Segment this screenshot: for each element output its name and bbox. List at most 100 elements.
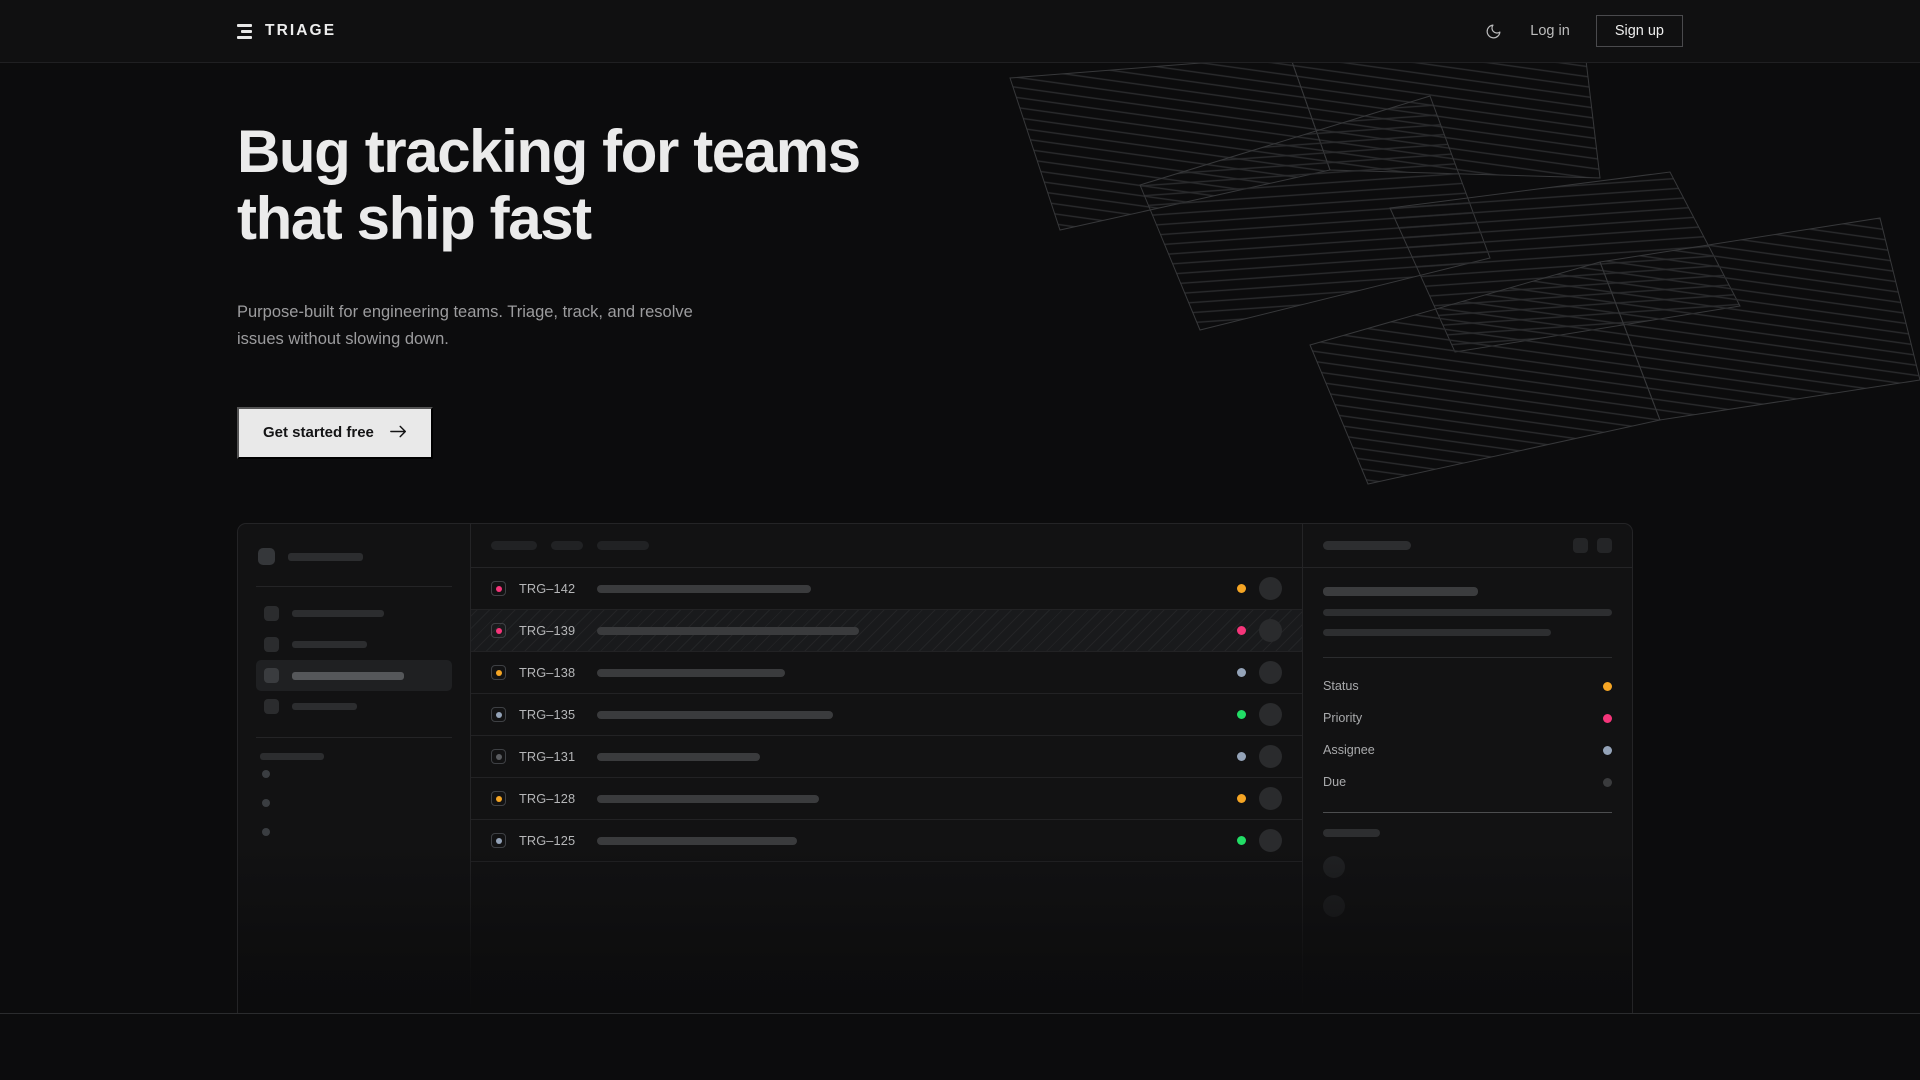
due-value-dot: [1603, 777, 1612, 787]
detail-field-status[interactable]: Status: [1323, 670, 1612, 702]
signup-button[interactable]: Sign up: [1595, 14, 1683, 48]
sidebar-project-dot[interactable]: [262, 828, 270, 836]
status-badge: [491, 749, 506, 764]
detail-breadcrumb-skeleton: [1323, 541, 1411, 550]
detail-field-due[interactable]: Due: [1323, 766, 1612, 798]
get-started-button[interactable]: Get started free: [237, 406, 433, 459]
sidebar-item-label: [292, 703, 357, 710]
sidebar-item-icon: [264, 699, 279, 714]
detail-action-2-button[interactable]: [1597, 538, 1612, 553]
avatar: [1259, 829, 1282, 852]
sidebar-project-dot[interactable]: [262, 770, 270, 778]
row-meta: [1237, 829, 1282, 852]
sidebar-item-label: [292, 610, 384, 617]
status-badge: [491, 623, 506, 638]
priority-dot: [1237, 836, 1246, 845]
hero-title-line-1: Bug tracking for teams: [237, 118, 861, 185]
row-meta: [1237, 787, 1282, 810]
table-row[interactable]: TRG–125: [471, 820, 1302, 862]
priority-value-dot: [1603, 713, 1612, 723]
app-sidebar: [238, 524, 471, 1013]
page-title: Bug tracking for teams that ship fast: [237, 118, 861, 252]
sidebar-item-label: [292, 641, 367, 648]
footer-divider: [0, 1013, 1920, 1014]
avatar: [1323, 895, 1345, 917]
table-row[interactable]: TRG–139: [471, 610, 1302, 652]
issue-id: TRG–138: [519, 665, 576, 680]
toolbar-filter-3[interactable]: [597, 541, 649, 550]
workspace-avatar: [258, 548, 275, 565]
status-value-dot: [1603, 681, 1612, 691]
sidebar-project-dot[interactable]: [262, 799, 270, 807]
toolbar-filter-2[interactable]: [551, 541, 583, 550]
status-badge: [491, 833, 506, 848]
issue-id: TRG–125: [519, 833, 576, 848]
hero-section: Bug tracking for teams that ship fast Pu…: [237, 118, 861, 459]
detail-field-priority[interactable]: Priority: [1323, 702, 1612, 734]
sidebar-workspace-switcher[interactable]: [256, 542, 452, 571]
issue-id: TRG–128: [519, 791, 576, 806]
get-started-label: Get started free: [263, 424, 374, 442]
detail-field-label: Due: [1323, 775, 1347, 789]
detail-field-label: Priority: [1323, 711, 1363, 725]
sidebar-item-icon: [264, 606, 279, 621]
table-row[interactable]: TRG–142: [471, 568, 1302, 610]
issue-detail-panel: Status Priority Assignee Due: [1302, 524, 1632, 1013]
avatar: [1259, 787, 1282, 810]
priority-dot: [1237, 752, 1246, 761]
detail-field-assignee[interactable]: Assignee: [1323, 734, 1612, 766]
priority-dot: [1237, 710, 1246, 719]
brand-logo[interactable]: TRIAGE: [237, 22, 336, 40]
status-badge: [491, 581, 506, 596]
detail-activity-label-skeleton: [1323, 829, 1380, 837]
sidebar-item-3-active[interactable]: [256, 660, 452, 691]
detail-panel-header: [1303, 524, 1632, 568]
issue-list-toolbar: [471, 524, 1302, 568]
issue-id: TRG–142: [519, 581, 576, 596]
issue-title-skeleton: [597, 710, 833, 719]
table-row[interactable]: TRG–131: [471, 736, 1302, 778]
avatar: [1259, 745, 1282, 768]
status-badge: [491, 707, 506, 722]
sidebar-item-4[interactable]: [256, 691, 452, 722]
detail-field-label: Assignee: [1323, 743, 1375, 757]
issue-title-skeleton: [597, 668, 785, 677]
issue-title-skeleton: [597, 584, 811, 593]
priority-dot: [1237, 584, 1246, 593]
table-row[interactable]: TRG–138: [471, 652, 1302, 694]
issue-list-column: TRG–142 TRG–139 TRG–138: [471, 524, 1302, 1013]
issue-id: TRG–131: [519, 749, 576, 764]
detail-panel-body: Status Priority Assignee Due: [1303, 568, 1632, 917]
priority-dot: [1237, 794, 1246, 803]
toolbar-filter-1[interactable]: [491, 541, 537, 550]
sidebar-item-1[interactable]: [256, 598, 452, 629]
avatar: [1259, 619, 1282, 642]
issue-id: TRG–139: [519, 623, 576, 638]
table-row[interactable]: TRG–135: [471, 694, 1302, 736]
sidebar-item-icon: [264, 668, 279, 683]
sidebar-item-2[interactable]: [256, 629, 452, 660]
sidebar-item-icon: [264, 637, 279, 652]
brand-name: TRIAGE: [265, 22, 337, 39]
stacked-bars-icon: [237, 23, 252, 39]
detail-desc-line-2: [1323, 629, 1552, 636]
workspace-name-skeleton: [288, 552, 363, 561]
avatar: [1259, 661, 1282, 684]
sidebar-section-label-skeleton: [256, 749, 452, 760]
table-row[interactable]: TRG–128: [471, 778, 1302, 820]
sidebar-item-label: [292, 671, 404, 680]
sidebar-project-dots: [256, 760, 452, 836]
detail-action-1-button[interactable]: [1573, 538, 1588, 553]
issue-title-skeleton: [597, 794, 819, 803]
assignee-value-dot: [1603, 745, 1612, 755]
issue-title-skeleton: [597, 626, 859, 635]
login-link[interactable]: Log in: [1530, 23, 1570, 39]
moon-icon[interactable]: [1482, 20, 1504, 42]
issue-title-skeleton: [597, 836, 797, 845]
priority-dot: [1237, 626, 1246, 635]
status-badge: [491, 665, 506, 680]
detail-activity-avatars: [1323, 856, 1612, 917]
detail-title-skeleton: [1323, 587, 1478, 596]
status-badge: [491, 791, 506, 806]
